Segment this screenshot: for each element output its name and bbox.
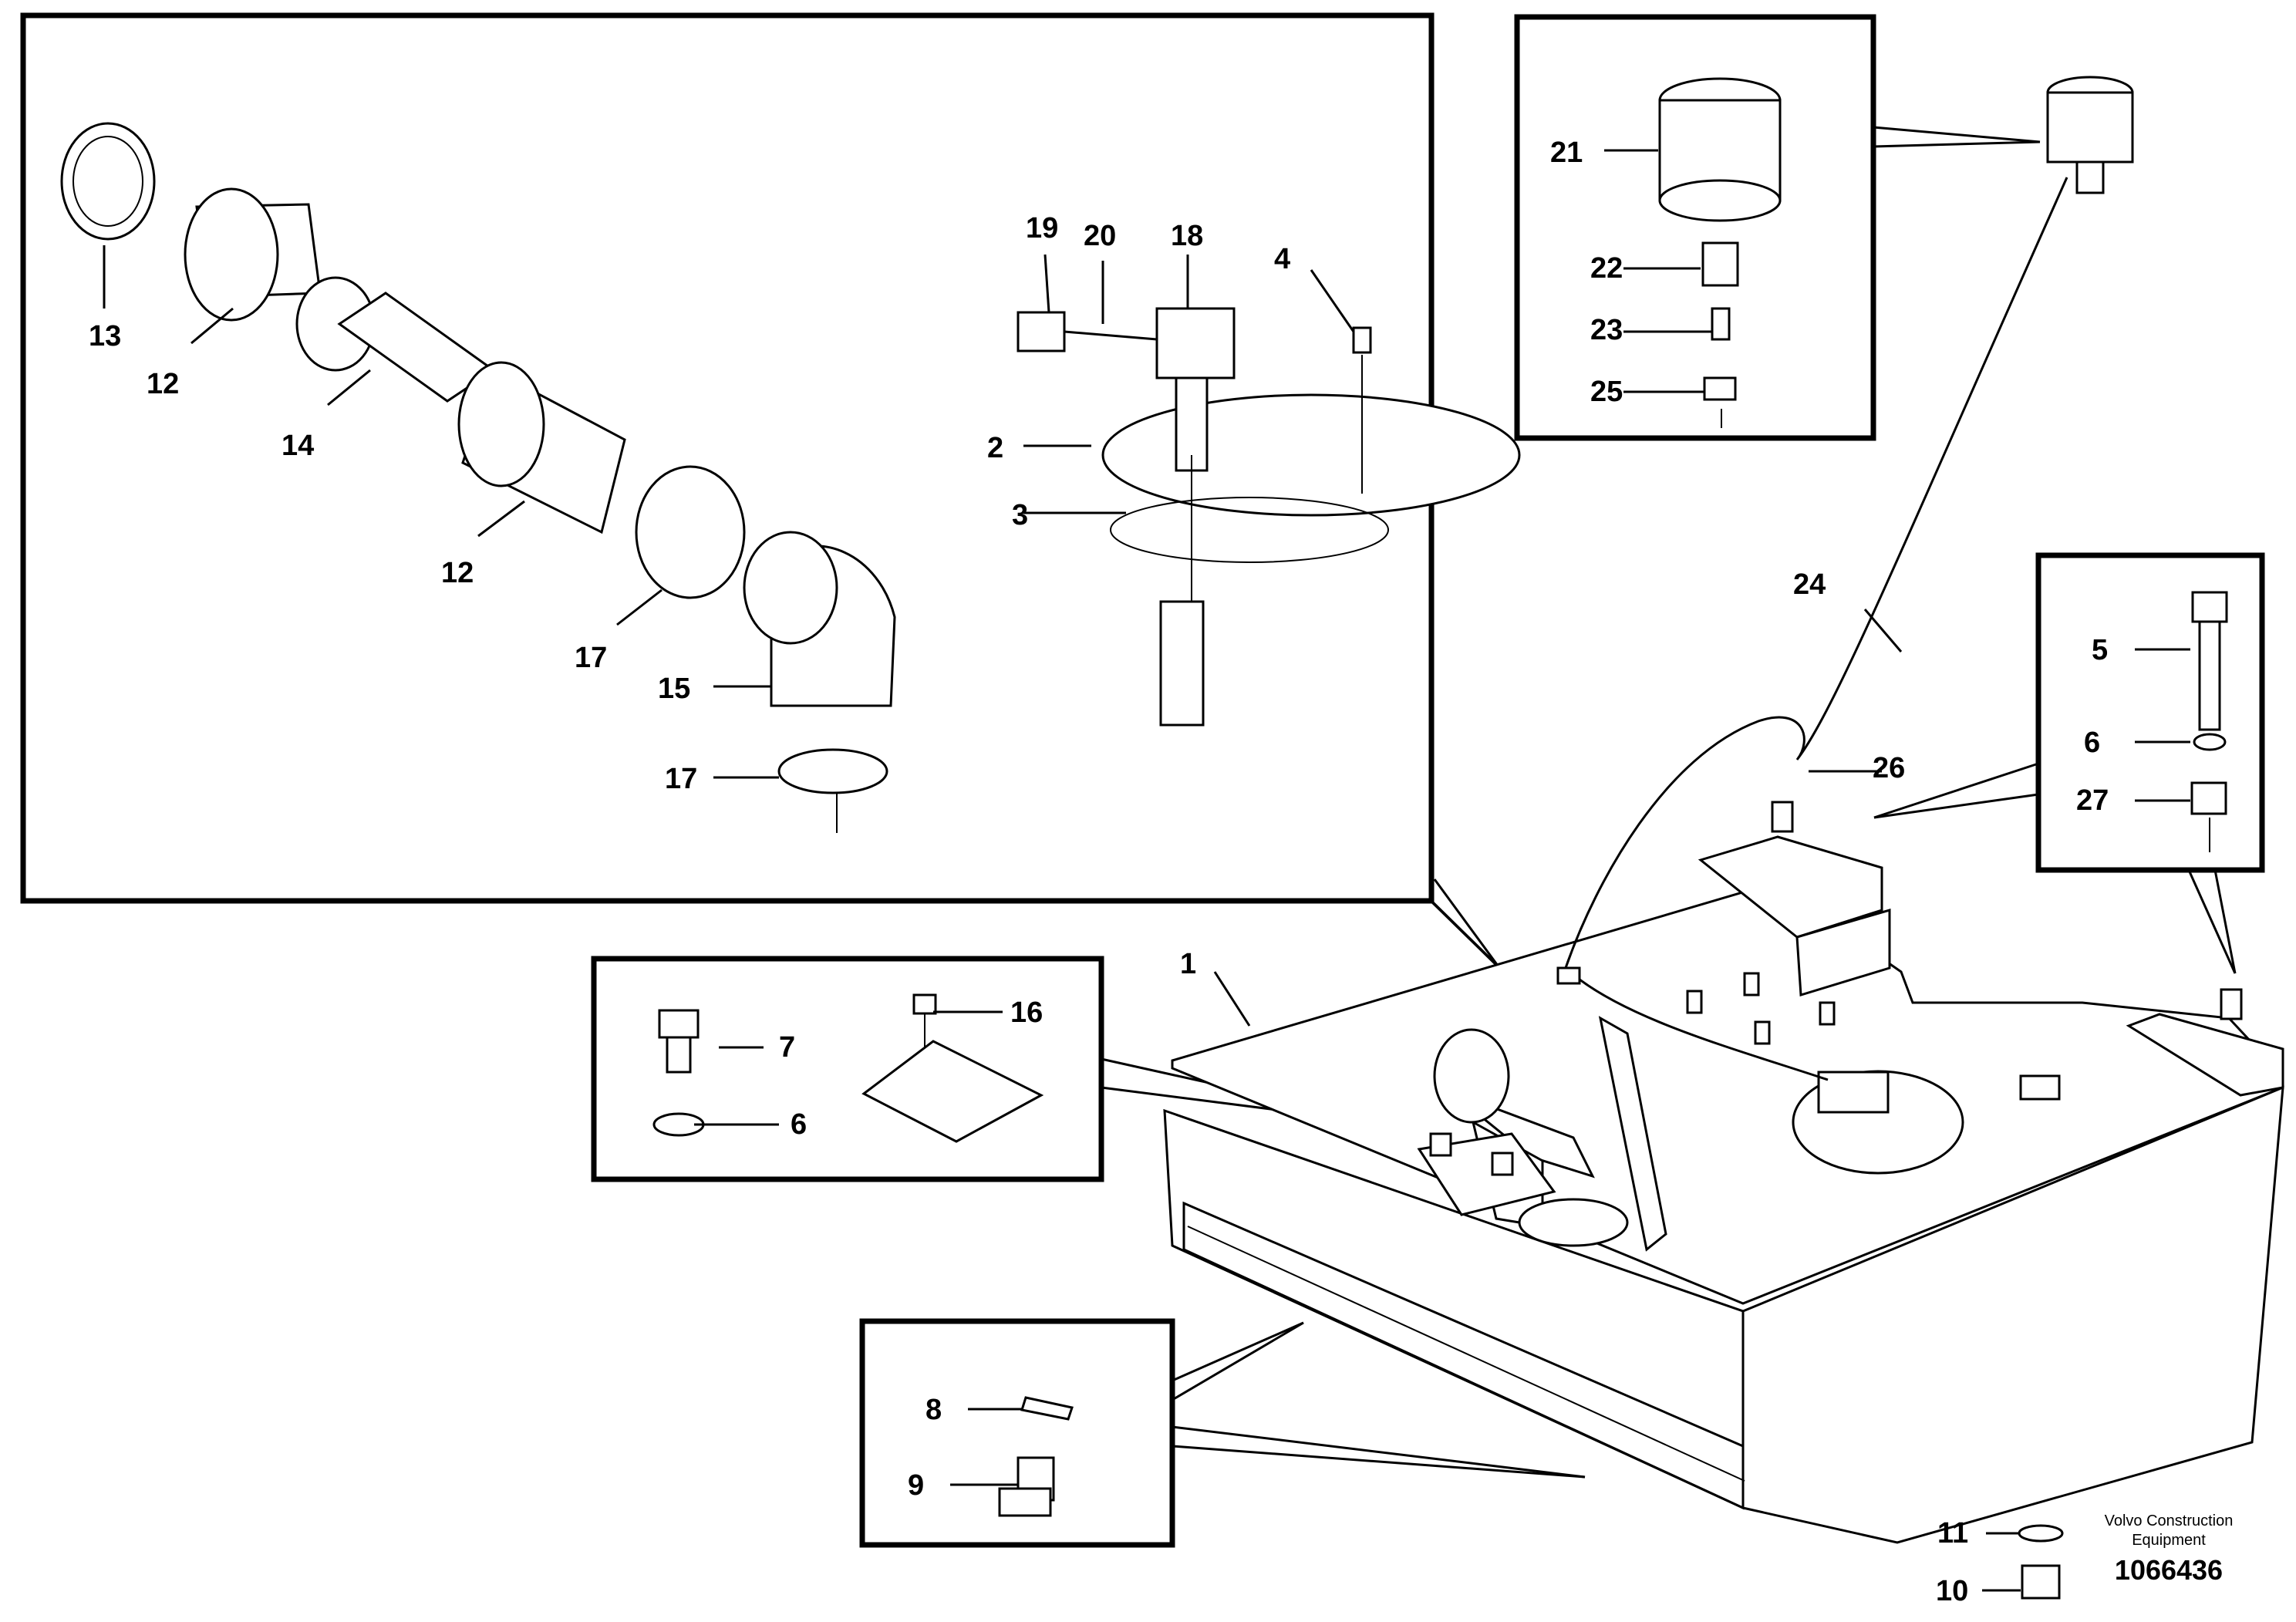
label-part-19: 19 [1026,212,1058,244]
footer: Volvo Construction Equipment 1066436 [2105,1512,2234,1586]
detail-box-drain-plug [859,1318,1175,1548]
detail-box-mounting-bolt [2035,552,2265,873]
drain-plug-parts [998,1396,2064,1600]
label-part-17-lower: 17 [665,763,697,795]
label-part-5: 5 [2092,634,2108,666]
label-part-25: 25 [1590,376,1623,408]
label-part-12-lower: 12 [441,557,474,589]
label-part-12-upper: 12 [147,368,179,400]
label-part-18: 18 [1171,220,1203,252]
box-pointers [1101,126,2237,1479]
leader-lines [103,149,2190,1592]
cover-plate-parts [652,993,1044,1143]
label-part-8: 8 [925,1394,942,1426]
detail-box-sensor [1514,14,1876,441]
part-labels: 13 12 14 12 17 15 17 2 3 19 20 18 4 21 2… [89,137,2109,1607]
label-part-13: 13 [89,320,121,352]
label-part-15: 15 [658,673,690,705]
label-part-4: 4 [1274,243,1290,275]
label-part-14: 14 [282,430,314,462]
label-part-24: 24 [1793,568,1826,601]
label-part-10: 10 [1936,1575,1968,1607]
label-part-26: 26 [1873,752,1905,784]
label-part-3: 3 [1012,499,1028,531]
label-part-11: 11 [1937,1517,1968,1549]
label-part-23: 23 [1590,314,1623,346]
label-part-16: 16 [1010,996,1043,1029]
filler-neck-parts [60,122,896,833]
brand-line-2: Equipment [2132,1532,2206,1549]
label-part-6-plate: 6 [791,1108,807,1141]
label-part-2: 2 [987,432,1003,464]
mounting-bolt-parts [2190,591,2228,852]
label-part-7: 7 [779,1031,795,1064]
sender-unit-parts [1017,307,1521,727]
label-part-1: 1 [1180,948,1196,980]
label-part-9: 9 [908,1469,924,1502]
fuel-tank [1163,177,2284,1544]
label-part-22: 22 [1590,252,1623,285]
label-part-21: 21 [1550,137,1583,169]
label-part-17-upper: 17 [575,642,607,674]
detail-box-cover-plate [591,956,1104,1182]
label-part-27: 27 [2076,784,2109,817]
brand-line-1: Volvo Construction [2105,1512,2234,1529]
sensor-parts [1658,76,2134,428]
drawing-number: 1066436 [2115,1554,2223,1586]
label-part-20: 20 [1084,220,1116,252]
label-part-6-bolt: 6 [2084,727,2100,759]
